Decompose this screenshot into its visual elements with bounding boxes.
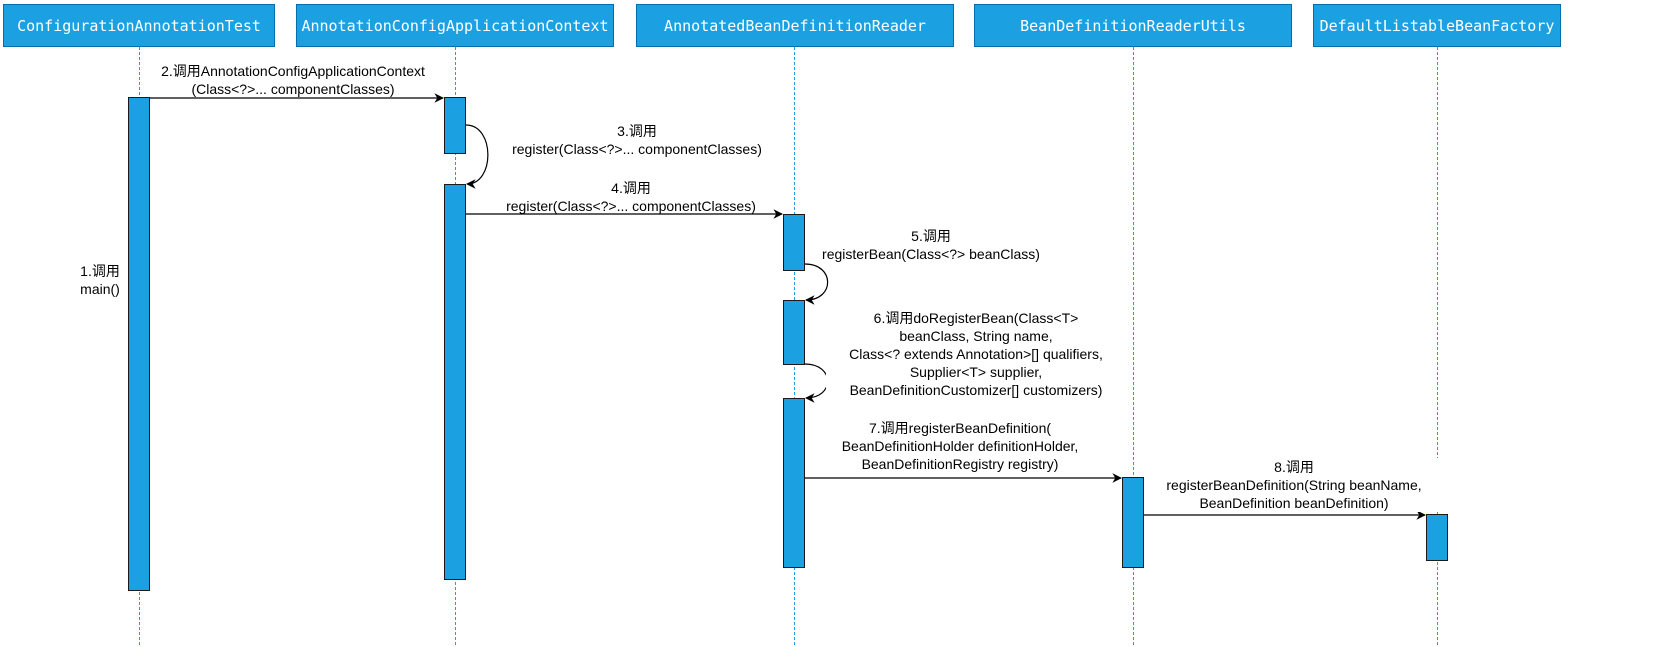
participant-label: BeanDefinitionReaderUtils bbox=[1020, 16, 1246, 35]
participant-label: AnnotationConfigApplicationContext bbox=[301, 16, 609, 35]
message-8-label: 8.调用 registerBeanDefinition(String beanN… bbox=[1146, 458, 1442, 512]
activation-context-constructor[interactable] bbox=[444, 97, 466, 154]
activation-reader-register[interactable] bbox=[783, 214, 805, 271]
activation-reader-register-bean[interactable] bbox=[783, 300, 805, 365]
arrow-message-6 bbox=[804, 363, 829, 403]
activation-utils-register-bean-definition[interactable] bbox=[1122, 477, 1144, 568]
message-4-label: 4.调用 register(Class<?>... componentClass… bbox=[506, 180, 756, 214]
message-6-label: 6.调用doRegisterBean(Class<T> beanClass, S… bbox=[826, 309, 1126, 399]
participant-annotated-bean-definition-reader[interactable]: AnnotatedBeanDefinitionReader bbox=[636, 4, 954, 47]
participant-configuration-annotation-test[interactable]: ConfigurationAnnotationTest bbox=[3, 4, 275, 47]
activation-context-register[interactable] bbox=[444, 184, 466, 580]
arrow-message-5 bbox=[804, 263, 829, 305]
message-7-label: 7.调用registerBeanDefinition( BeanDefiniti… bbox=[841, 420, 1079, 472]
activation-factory-register-bean-definition[interactable] bbox=[1426, 514, 1448, 561]
message-1-label: 1.调用 main() bbox=[80, 263, 120, 297]
message-5-label: 5.调用 registerBean(Class<?> beanClass) bbox=[806, 227, 1056, 263]
participant-annotation-config-application-context[interactable]: AnnotationConfigApplicationContext bbox=[296, 4, 614, 47]
participant-label: DefaultListableBeanFactory bbox=[1319, 16, 1555, 35]
activation-reader-do-register-bean[interactable] bbox=[783, 398, 805, 568]
arrow-message-3 bbox=[465, 124, 489, 189]
participant-bean-definition-reader-utils[interactable]: BeanDefinitionReaderUtils bbox=[974, 4, 1292, 47]
message-2-label: 2.调用AnnotationConfigApplicationContext (… bbox=[161, 63, 425, 97]
participant-default-listable-bean-factory[interactable]: DefaultListableBeanFactory bbox=[1313, 4, 1561, 47]
participant-label: ConfigurationAnnotationTest bbox=[17, 16, 261, 35]
participant-label: AnnotatedBeanDefinitionReader bbox=[664, 16, 926, 35]
lifeline-bean-definition-reader-utils bbox=[1133, 47, 1134, 645]
activation-test-main[interactable] bbox=[128, 97, 150, 591]
lifeline-default-listable-bean-factory bbox=[1437, 47, 1438, 645]
message-3-label: 3.调用 register(Class<?>... componentClass… bbox=[492, 122, 782, 158]
